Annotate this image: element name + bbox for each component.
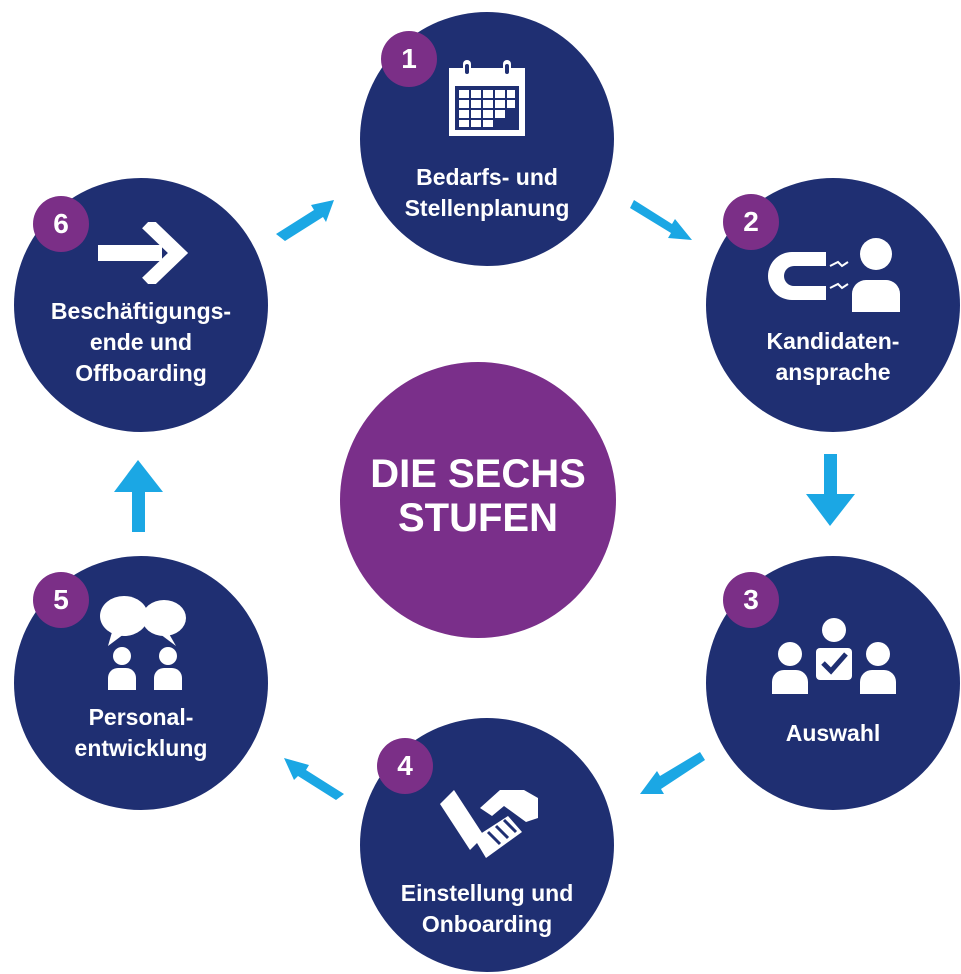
group-check-icon — [772, 618, 896, 694]
stage-5-label: Personal- entwicklung — [74, 704, 208, 761]
speech-bubbles-people-icon — [100, 596, 186, 690]
stage-1-label: Bedarfs- und Stellenplanung — [404, 164, 570, 221]
calendar-icon — [449, 60, 525, 136]
stage-3-label: Auswahl — [785, 720, 881, 746]
stage-6-label: Beschäftigungs- ende und Offboarding — [50, 298, 232, 386]
handshake-icon — [440, 790, 538, 858]
stage-4-badge: 4 — [377, 738, 433, 794]
stage-4-label: Einstellung und Onboarding — [400, 880, 574, 937]
magnet-person-icon — [768, 238, 900, 312]
arrow-1-to-2 — [630, 200, 692, 240]
stage-1-badge: 1 — [381, 31, 437, 87]
arrow-3-to-4 — [640, 752, 705, 794]
arrow-5-to-6 — [114, 460, 163, 532]
arrow-4-to-5 — [284, 758, 344, 800]
stage-2-badge: 2 — [723, 194, 779, 250]
center-circle: DIE SECHS STUFEN — [340, 362, 616, 638]
arrow-right-icon — [98, 222, 189, 284]
stage-5-badge: 5 — [33, 572, 89, 628]
center-title: DIE SECHS STUFEN — [370, 452, 586, 540]
stage-6-badge: 6 — [33, 196, 89, 252]
stage-2-label: Kandidaten- ansprache — [766, 328, 900, 385]
arrow-2-to-3 — [806, 454, 855, 526]
arrow-6-to-1 — [276, 200, 334, 241]
stage-3-badge: 3 — [723, 572, 779, 628]
